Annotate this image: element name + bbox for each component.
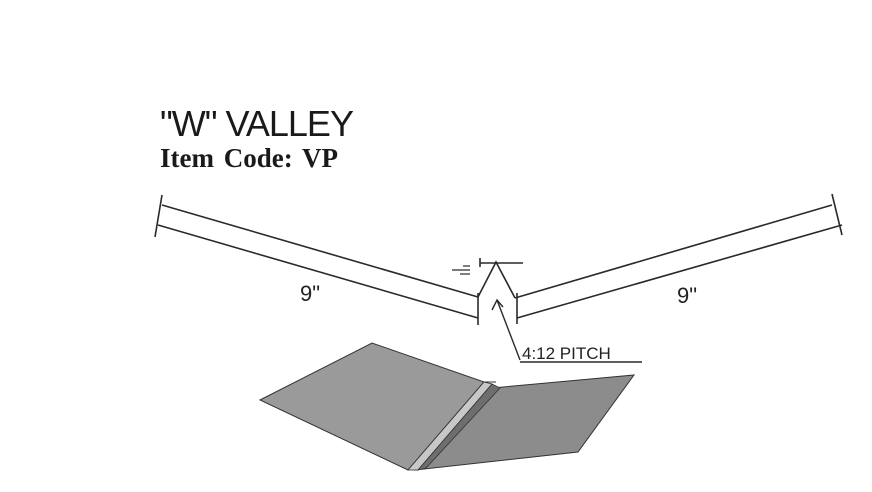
rib-height-marker	[452, 265, 470, 275]
pitch-label: 4:12 PITCH	[522, 344, 611, 363]
diagram-title: "W" VALLEY	[160, 103, 354, 144]
center-rib	[477, 258, 523, 299]
pitch-leader	[491, 298, 642, 363]
left-leg-profile	[154, 194, 479, 325]
valley-3d-illustration	[258, 342, 636, 471]
right-leg-dimension: 9"	[677, 283, 697, 308]
left-leg-dimension: 9"	[300, 281, 320, 306]
item-code: Item Code: VP	[160, 143, 338, 173]
right-leg-profile	[514, 193, 843, 324]
